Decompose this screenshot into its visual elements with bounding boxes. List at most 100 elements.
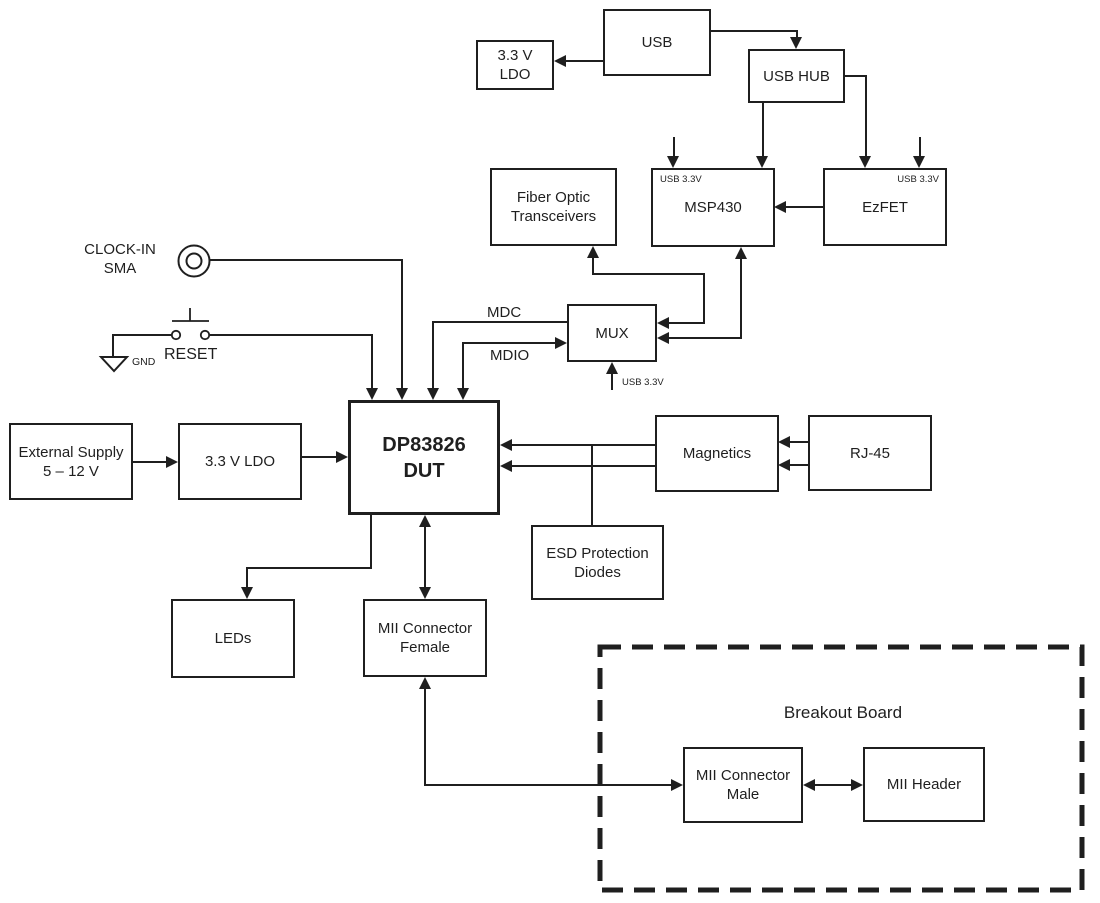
connector bbox=[462, 342, 556, 344]
connector bbox=[371, 334, 373, 389]
connector bbox=[815, 784, 851, 786]
connector bbox=[302, 456, 337, 458]
arrowhead bbox=[554, 55, 566, 67]
arrowhead bbox=[457, 388, 469, 400]
ezfet-supply-label: USB 3.3V bbox=[897, 174, 939, 185]
sma-connector-icon bbox=[177, 244, 211, 278]
arrowhead bbox=[500, 439, 512, 451]
block-dp83826-dut: DP83826 DUT bbox=[348, 400, 500, 515]
clock-in-sma-label: CLOCK-IN SMA bbox=[84, 241, 156, 277]
msp430-supply-label: USB 3.3V bbox=[660, 174, 702, 185]
block-fiber-optic-label: Fiber Optic Transceivers bbox=[510, 189, 597, 225]
connector bbox=[844, 75, 867, 77]
arrowhead bbox=[671, 779, 683, 791]
connector bbox=[246, 567, 248, 588]
arrowhead bbox=[778, 436, 790, 448]
connector bbox=[401, 259, 403, 389]
connector bbox=[432, 321, 434, 389]
connector bbox=[424, 784, 671, 786]
arrowhead bbox=[756, 156, 768, 168]
block-mux-label: MUX bbox=[595, 324, 629, 342]
connector bbox=[246, 567, 372, 569]
connector bbox=[592, 273, 705, 275]
arrowhead bbox=[606, 362, 618, 374]
block-mii-header: MII Header bbox=[863, 747, 985, 822]
connector bbox=[790, 441, 808, 443]
connector bbox=[673, 137, 675, 157]
gnd-symbol-icon bbox=[98, 356, 130, 373]
connector bbox=[669, 322, 705, 324]
block-rj45-label: RJ-45 bbox=[849, 444, 890, 462]
arrowhead bbox=[366, 388, 378, 400]
connector bbox=[512, 465, 655, 467]
connector bbox=[762, 103, 764, 157]
block-external-supply: External Supply 5 – 12 V bbox=[9, 423, 133, 500]
connector bbox=[591, 444, 593, 525]
arrowhead bbox=[913, 156, 925, 168]
connector bbox=[424, 526, 426, 588]
arrowhead bbox=[735, 247, 747, 259]
mdc-label: MDC bbox=[487, 304, 522, 321]
block-mii-connector-female: MII Connector Female bbox=[363, 599, 487, 677]
block-dut-label: DP83826 DUT bbox=[382, 433, 466, 482]
block-main-ldo: 3.3 V LDO bbox=[178, 423, 302, 500]
connector bbox=[462, 342, 464, 389]
connector bbox=[512, 444, 655, 446]
arrowhead bbox=[774, 201, 786, 213]
block-ezfet-label: EzFET bbox=[862, 198, 908, 216]
mux-supply-label: USB 3.3V bbox=[622, 377, 664, 388]
connector bbox=[786, 206, 824, 208]
arrowhead bbox=[555, 337, 567, 349]
connector bbox=[710, 30, 797, 32]
arrowhead bbox=[396, 388, 408, 400]
block-usb-ldo-label: 3.3 V LDO bbox=[497, 47, 533, 83]
connector bbox=[796, 30, 798, 38]
breakout-board-title: Breakout Board bbox=[783, 703, 903, 722]
connector bbox=[740, 258, 742, 339]
arrowhead bbox=[336, 451, 348, 463]
reset-switch-icon bbox=[170, 308, 211, 341]
block-fiber-optic-transceivers: Fiber Optic Transceivers bbox=[490, 168, 617, 246]
connector bbox=[790, 464, 808, 466]
arrowhead bbox=[419, 515, 431, 527]
mdio-label: MDIO bbox=[490, 347, 530, 364]
arrowhead bbox=[419, 677, 431, 689]
block-mii-header-label: MII Header bbox=[886, 776, 962, 793]
connector bbox=[564, 60, 604, 62]
arrowhead bbox=[657, 332, 669, 344]
block-magnetics-label: Magnetics bbox=[682, 445, 752, 462]
block-usb-hub: USB HUB bbox=[748, 49, 845, 103]
block-usb: USB bbox=[603, 9, 711, 76]
block-usb-label: USB bbox=[641, 34, 673, 51]
breakout-board-outline bbox=[597, 644, 1085, 893]
arrowhead bbox=[657, 317, 669, 329]
connector bbox=[370, 515, 372, 569]
block-mux: MUX bbox=[567, 304, 657, 362]
gnd-label: GND bbox=[132, 356, 156, 368]
block-main-ldo-label: 3.3 V LDO bbox=[204, 453, 276, 470]
arrowhead bbox=[851, 779, 863, 791]
block-mii-male-label: MII Connector Male bbox=[695, 767, 791, 803]
block-magnetics: Magnetics bbox=[655, 415, 779, 492]
connector bbox=[703, 273, 705, 323]
block-mii-female-label: MII Connector Female bbox=[377, 620, 473, 656]
connector bbox=[210, 259, 403, 261]
connector bbox=[112, 334, 172, 336]
connector bbox=[865, 75, 867, 157]
connector bbox=[669, 337, 742, 339]
block-leds: LEDs bbox=[171, 599, 295, 678]
arrowhead bbox=[587, 246, 599, 258]
arrowhead bbox=[778, 459, 790, 471]
block-msp430-label: MSP430 bbox=[684, 199, 742, 216]
block-esd-label: ESD Protection Diodes bbox=[546, 544, 649, 581]
arrowhead bbox=[427, 388, 439, 400]
connector bbox=[611, 373, 613, 390]
arrowhead bbox=[859, 156, 871, 168]
arrowhead bbox=[166, 456, 178, 468]
arrowhead bbox=[667, 156, 679, 168]
block-mii-connector-male: MII Connector Male bbox=[683, 747, 803, 823]
block-rj45: RJ-45 bbox=[808, 415, 932, 491]
arrowhead bbox=[241, 587, 253, 599]
